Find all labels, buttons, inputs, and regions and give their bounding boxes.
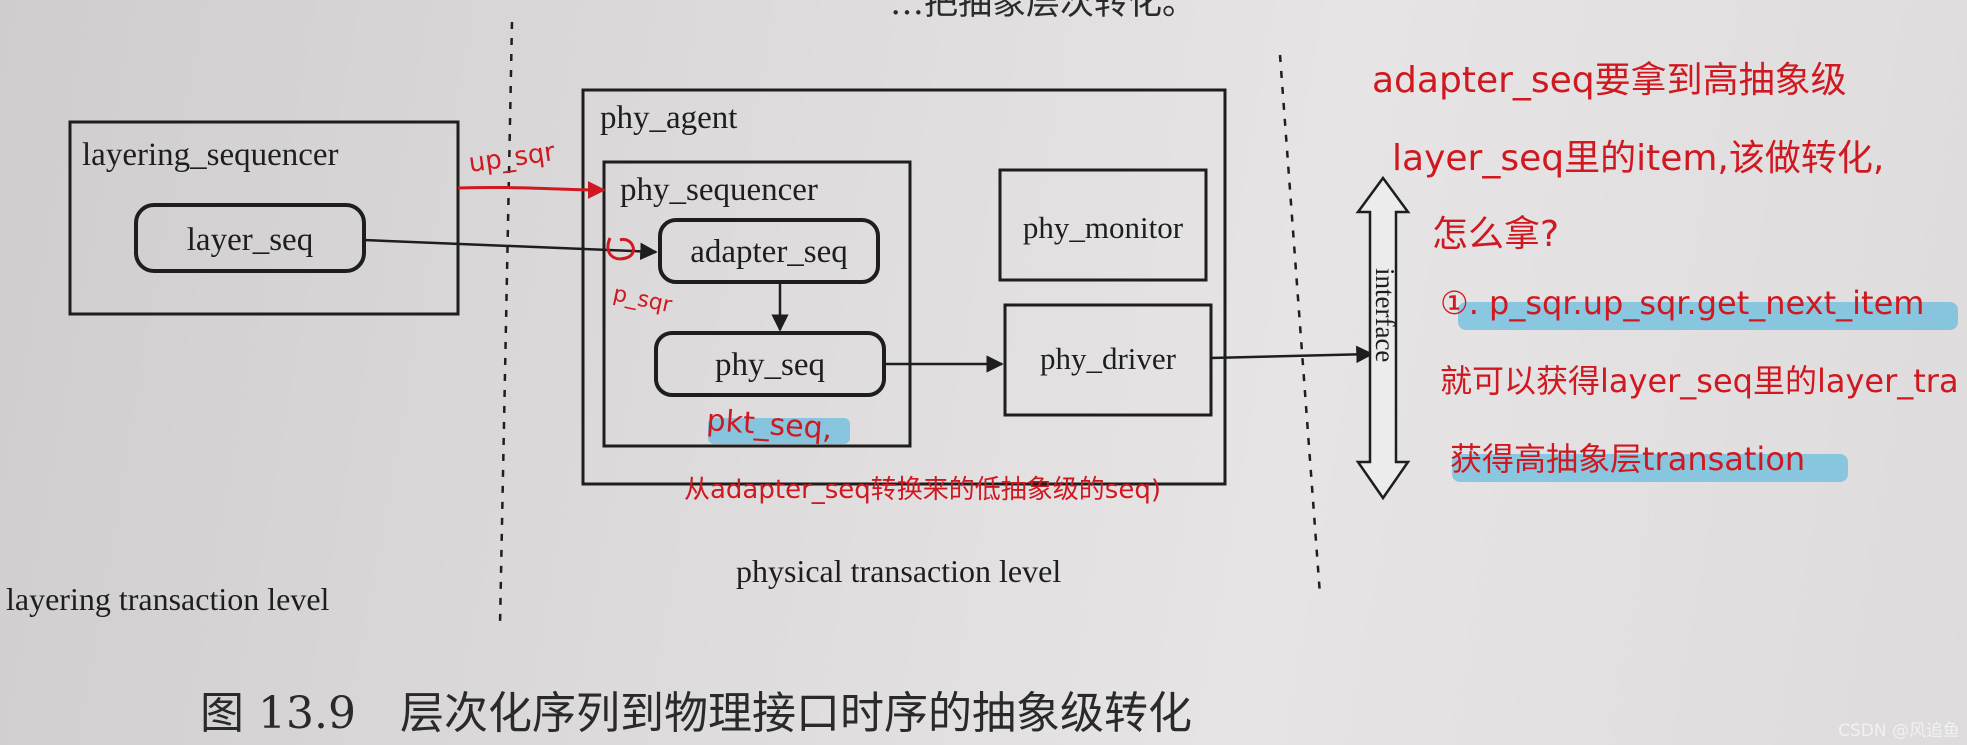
note-line-6: 获得高抽象层transation [1450, 440, 1805, 478]
adapter-conversion-note: 从adapter_seq转换来的低抽象级的seq) [684, 475, 1161, 505]
figure-caption: 图 13.9 层次化序列到物理接口时序的抽象级转化 [200, 688, 1192, 739]
p-sqr-mark [606, 237, 635, 261]
phy-seq-label: phy_seq [715, 347, 825, 383]
phy-agent-box [581, 88, 1227, 486]
up-sqr-note: up_sqr [467, 137, 557, 179]
note-highlight-2 [1452, 454, 1848, 482]
interface-label: interface [1370, 268, 1400, 362]
phy-sequencer-label: phy_sequencer [620, 172, 818, 208]
phy-monitor-box [998, 168, 1208, 282]
layering-sequencer-box [68, 120, 460, 316]
zone-divider-left [498, 21, 514, 626]
interface-double-arrow [1355, 175, 1411, 501]
zone-label-physical: physical transaction level [736, 553, 1061, 589]
note-line-3: 怎么拿? [1432, 214, 1559, 255]
phy-monitor-label: phy_monitor [1023, 210, 1184, 245]
note-line-4: ①. p_sqr.up_sqr.get_next_item [1440, 284, 1924, 322]
zone-label-layering: layering transaction level [6, 581, 330, 617]
adapter-seq-box [658, 218, 880, 284]
note-highlight-1 [1458, 302, 1958, 330]
arrow-layer-to-adapter [363, 238, 658, 261]
up-sqr-arrow [457, 180, 606, 199]
layering-sequencer-label: layering_sequencer [82, 137, 339, 173]
phy-driver-box [1003, 303, 1213, 417]
top-text: …把抽象层次转化。 [890, 0, 1196, 23]
arrow-driver-to-interface [1210, 345, 1374, 364]
phy-agent-label: phy_agent [600, 100, 737, 136]
pkt-seq-highlight [708, 418, 850, 444]
p-sqr-note: p_sqr [611, 281, 675, 318]
phy-driver-label: phy_driver [1040, 341, 1177, 376]
note-line-5: 就可以获得layer_seq里的layer_tra [1440, 362, 1959, 400]
note-line-1: adapter_seq要拿到高抽象级 [1372, 60, 1847, 101]
adapter-seq-label: adapter_seq [690, 234, 848, 270]
phy-sequencer-box [602, 160, 912, 448]
watermark: CSDN @风追鱼 [1838, 721, 1960, 741]
note-line-2: layer_seq里的item,该做转化, [1392, 138, 1884, 179]
layer-seq-label: layer_seq [187, 222, 313, 258]
zone-divider-right [1278, 54, 1322, 596]
layer-seq-box [134, 203, 366, 273]
